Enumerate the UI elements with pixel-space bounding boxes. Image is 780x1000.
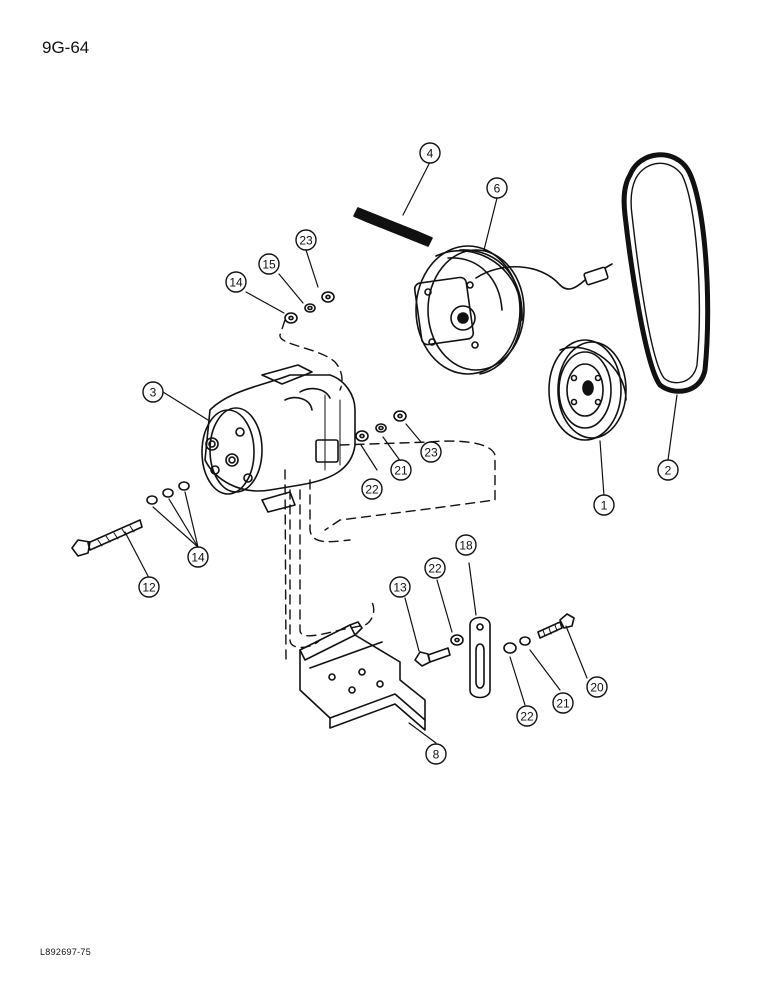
callout-1: 1 xyxy=(593,494,615,516)
callout-label: 14 xyxy=(229,276,243,290)
leader-lines xyxy=(124,161,678,744)
figure-id: L892697-75 xyxy=(40,947,92,957)
callout-label: 13 xyxy=(393,581,407,595)
callout-label: 20 xyxy=(590,681,604,695)
callout-label: 14 xyxy=(191,551,205,565)
callout-label: 22 xyxy=(365,483,379,497)
pulley xyxy=(548,339,627,441)
upper-fastener-stack xyxy=(284,291,335,324)
callout-18: 18 xyxy=(455,534,477,556)
callout-label: 15 xyxy=(262,258,276,272)
mounting-bracket xyxy=(299,621,426,731)
long-bolt xyxy=(71,519,143,557)
callout-13: 13 xyxy=(389,576,411,598)
callout-label: 6 xyxy=(494,182,501,196)
adjusting-bolt-20 xyxy=(503,613,575,654)
callout-label: 12 xyxy=(142,581,156,595)
callout-21: 21 xyxy=(552,692,574,714)
adjusting-bolt-13 xyxy=(414,634,464,667)
callout-label: 3 xyxy=(150,386,157,400)
callout-label: 22 xyxy=(520,710,534,724)
key-part xyxy=(353,205,433,247)
callout-label: 21 xyxy=(556,697,570,711)
page-code: 9G-64 xyxy=(42,38,90,57)
callout-2: 2 xyxy=(657,459,679,481)
left-washer-stack xyxy=(146,481,190,505)
callout-22: 22 xyxy=(424,557,446,579)
callout-6: 6 xyxy=(486,177,508,199)
callout-label: 8 xyxy=(433,748,440,762)
callout-label: 23 xyxy=(299,234,313,248)
callout-4: 4 xyxy=(419,142,441,164)
callout-3: 3 xyxy=(142,381,164,403)
drive-belt xyxy=(621,152,711,394)
callout-label: 22 xyxy=(428,562,442,576)
clutch-assembly xyxy=(413,245,613,375)
callout-label: 21 xyxy=(394,464,408,478)
callout-20: 20 xyxy=(586,676,608,698)
callout-label: 18 xyxy=(459,539,473,553)
callout-label: 4 xyxy=(427,147,434,161)
callout-22: 22 xyxy=(516,705,538,727)
callout-8: 8 xyxy=(425,743,447,765)
assembly-dashed-lines xyxy=(279,319,496,661)
callout-label: 23 xyxy=(424,446,438,460)
callout-12: 12 xyxy=(138,576,160,598)
slotted-strap xyxy=(469,616,491,699)
callout-23: 23 xyxy=(420,441,442,463)
callout-14: 14 xyxy=(225,271,247,293)
callout-23: 23 xyxy=(295,229,317,251)
callout-label: 2 xyxy=(665,464,672,478)
callout-14: 14 xyxy=(187,546,209,568)
callout-15: 15 xyxy=(258,253,280,275)
mid-fastener-stack xyxy=(355,410,407,442)
compressor xyxy=(201,364,356,513)
callout-21: 21 xyxy=(390,459,412,481)
callout-label: 1 xyxy=(601,499,608,513)
callout-22: 22 xyxy=(361,478,383,500)
